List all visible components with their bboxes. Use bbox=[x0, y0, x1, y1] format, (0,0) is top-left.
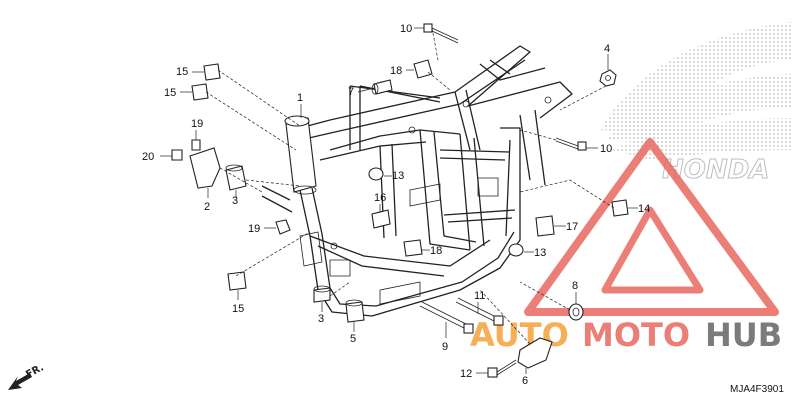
callout-11: 11 bbox=[474, 290, 485, 302]
callout-12: 12 bbox=[460, 368, 472, 380]
watermark-word-right: HUB bbox=[705, 316, 782, 354]
clip-18-top bbox=[413, 59, 433, 79]
bolt-9 bbox=[419, 301, 474, 334]
plug-13-lower bbox=[508, 243, 524, 257]
callout-20: 20 bbox=[142, 151, 154, 163]
callout-16: 16 bbox=[374, 192, 386, 204]
collar-3-lower bbox=[313, 285, 331, 303]
clamp-16 bbox=[371, 209, 391, 229]
callout-6: 6 bbox=[522, 375, 528, 387]
callouts: 10 18 4 15 15 7 1 19 20 10 2 3 13 14 16 … bbox=[142, 23, 650, 387]
callout-8: 8 bbox=[572, 280, 578, 292]
clamp-17 bbox=[535, 215, 555, 237]
clip-15-a bbox=[203, 63, 221, 81]
callout-18: 18 bbox=[430, 245, 442, 257]
watermark-word-left: AUTO bbox=[470, 316, 569, 354]
callout-19: 19 bbox=[248, 223, 260, 235]
callout-1: 1 bbox=[297, 92, 303, 104]
collar-5 bbox=[345, 299, 365, 323]
callout-15: 15 bbox=[232, 303, 244, 315]
collar-3-upper bbox=[225, 164, 247, 191]
watermark-word-mid: MOTO bbox=[582, 316, 690, 354]
plug-13-upper bbox=[368, 167, 384, 181]
front-label: FR. bbox=[24, 362, 46, 380]
arrow-icon bbox=[8, 373, 32, 390]
bolt-10-top bbox=[423, 23, 459, 44]
callout-18: 18 bbox=[390, 65, 402, 77]
bolt-10-right bbox=[555, 137, 587, 151]
callout-15: 15 bbox=[176, 66, 188, 78]
main-frame bbox=[261, 45, 573, 317]
callout-5: 5 bbox=[350, 333, 356, 345]
cap-8 bbox=[568, 303, 584, 321]
clip-18-lower bbox=[403, 239, 423, 257]
callout-4: 4 bbox=[604, 43, 610, 55]
callout-13: 13 bbox=[534, 247, 546, 259]
callout-13: 13 bbox=[392, 170, 404, 182]
collar-7 bbox=[371, 79, 393, 95]
nut-19-lower bbox=[275, 219, 291, 235]
callout-14: 14 bbox=[638, 203, 650, 215]
bolt-12 bbox=[487, 359, 517, 378]
honda-wing-watermark: HONDA bbox=[600, 22, 792, 186]
callout-15: 15 bbox=[164, 87, 176, 99]
callout-7: 7 bbox=[348, 86, 354, 98]
bolt-19-upper bbox=[191, 139, 201, 151]
clip-15-lower bbox=[227, 271, 247, 291]
separate-parts bbox=[171, 23, 629, 378]
diagram-code: MJA4F3901 bbox=[730, 384, 784, 395]
bracket-6 bbox=[517, 337, 553, 369]
callout-10: 10 bbox=[400, 23, 412, 35]
callout-19: 19 bbox=[191, 118, 203, 130]
nut-4 bbox=[599, 69, 617, 87]
callout-2: 2 bbox=[204, 201, 210, 213]
leader-lines bbox=[160, 27, 638, 374]
bracket-2 bbox=[189, 147, 221, 189]
callout-9: 9 bbox=[442, 341, 448, 353]
bolt-20 bbox=[171, 149, 183, 161]
callout-10: 10 bbox=[600, 143, 612, 155]
clip-14 bbox=[611, 199, 629, 217]
callout-3: 3 bbox=[318, 313, 324, 325]
clip-15-b bbox=[191, 83, 209, 101]
front-direction-indicator: FR. bbox=[8, 362, 46, 390]
automotohub-logo-watermark: AUTO MOTO HUB bbox=[470, 138, 782, 354]
callout-17: 17 bbox=[566, 221, 578, 233]
assembly-guide-lines bbox=[205, 27, 615, 345]
callout-3: 3 bbox=[232, 195, 238, 207]
